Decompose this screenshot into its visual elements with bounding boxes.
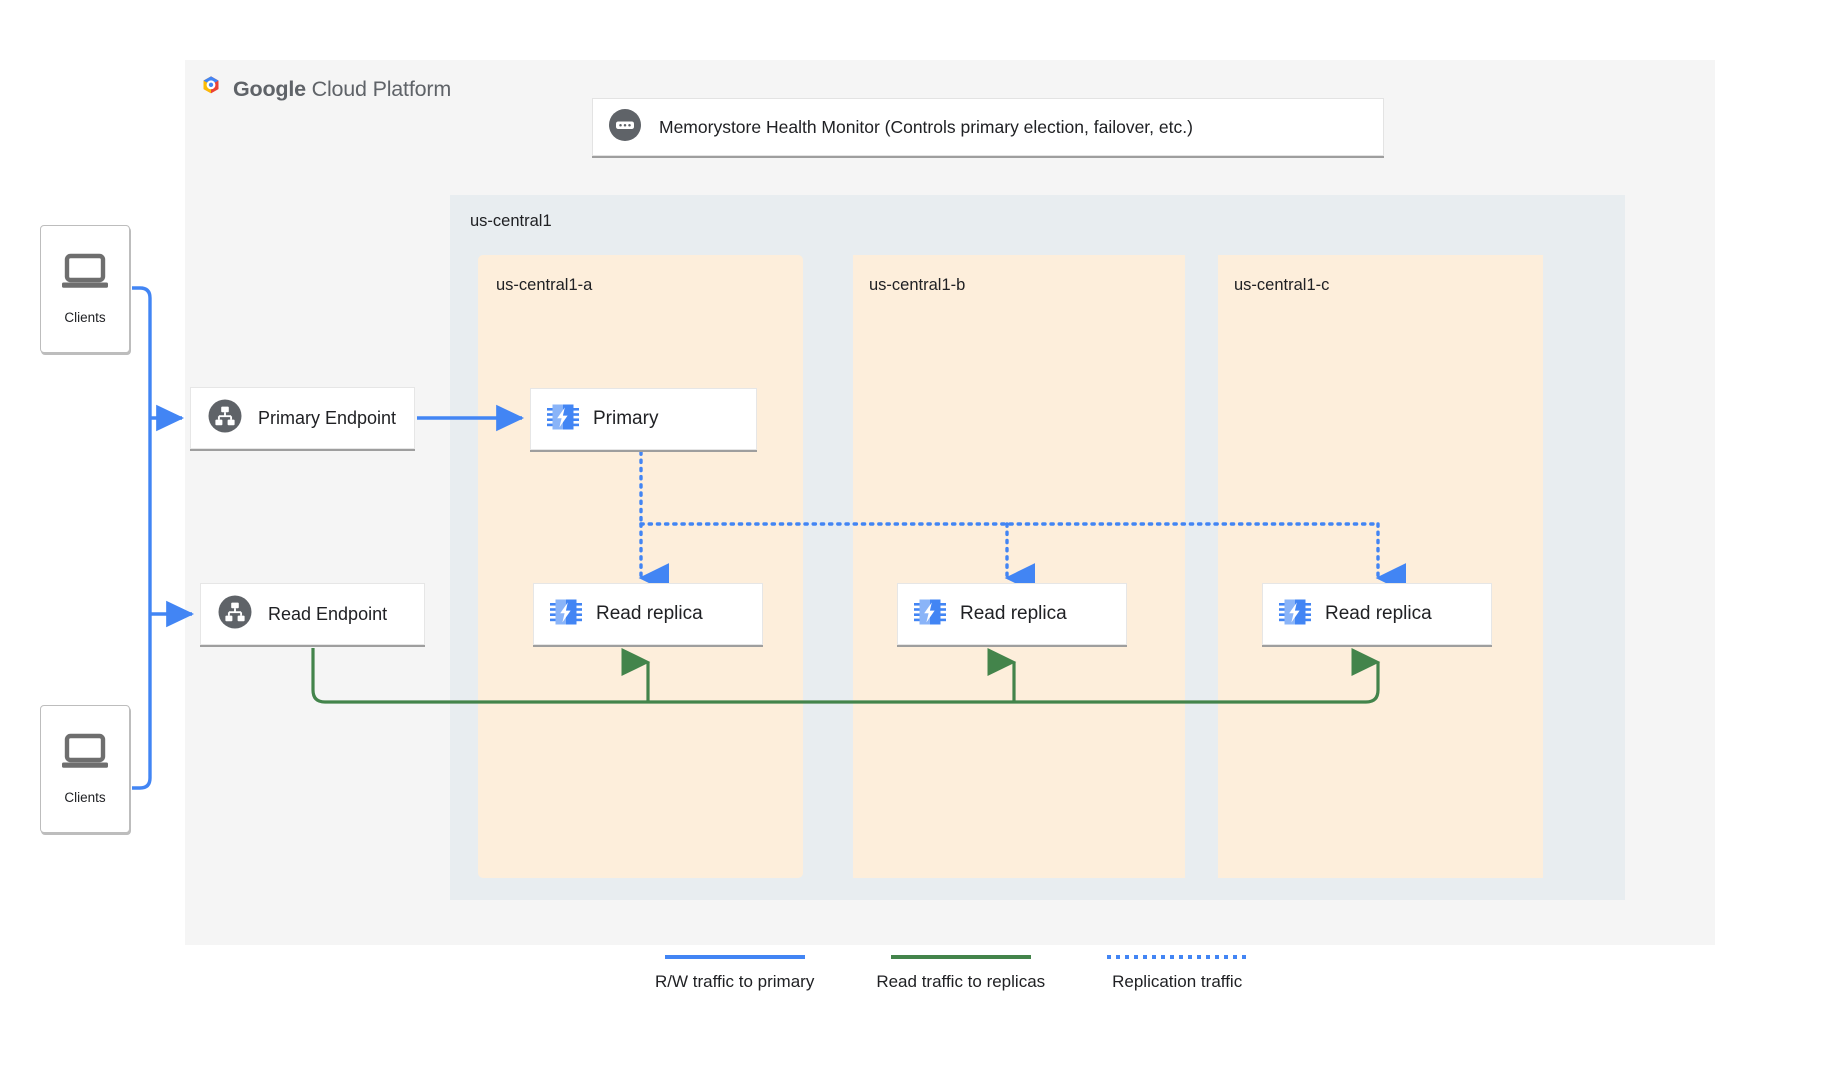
google-cloud-platform-logo-icon [198, 74, 224, 105]
health-monitor-label: Memorystore Health Monitor (Controls pri… [659, 116, 1193, 137]
legend-swatch-blue-solid [664, 955, 805, 959]
legend: R/W traffic to primary Read traffic to r… [655, 955, 1295, 992]
brand-google: Google [233, 77, 306, 101]
zone-container-us-central1-a [478, 255, 803, 878]
client-label: Clients [64, 790, 106, 805]
memory-chip-icon [548, 594, 584, 635]
primary-endpoint-label: Primary Endpoint [258, 407, 397, 428]
read-replica-label: Read replica [1325, 603, 1432, 624]
memory-chip-icon [912, 594, 948, 635]
read-replica-label: Read replica [960, 603, 1067, 624]
laptop-icon [59, 733, 111, 776]
legend-label: R/W traffic to primary [655, 972, 815, 991]
legend-label: Read traffic to replicas [876, 972, 1046, 991]
primary-node-label: Primary [593, 408, 659, 429]
endpoint-hierarchy-icon [216, 593, 254, 636]
region-label: us-central1 [470, 212, 552, 230]
legend-item-read-traffic: Read traffic to replicas [876, 955, 1045, 992]
endpoint-hierarchy-icon [206, 397, 244, 440]
health-monitor-bar[interactable]: Memorystore Health Monitor (Controls pri… [592, 98, 1384, 156]
zone-label-c: us-central1-c [1234, 276, 1330, 294]
read-replica-card-b[interactable]: Read replica [897, 583, 1127, 645]
read-endpoint-card[interactable]: Read Endpoint [200, 583, 425, 645]
read-replica-card-c[interactable]: Read replica [1262, 583, 1492, 645]
legend-item-replication-traffic: Replication traffic [1107, 955, 1248, 992]
google-cloud-platform-branding: Google Cloud Platform [198, 74, 451, 105]
read-endpoint-label: Read Endpoint [268, 603, 388, 624]
memory-chip-icon [545, 399, 581, 440]
client-box-bottom[interactable]: Clients [40, 705, 130, 833]
google-cloud-platform-logo-text: Google Cloud Platform [233, 77, 451, 102]
zone-container-us-central1-c [1218, 255, 1543, 878]
brand-cloud-platform: Cloud Platform [305, 77, 452, 101]
primary-node-card[interactable]: Primary [530, 388, 757, 450]
read-replica-label: Read replica [596, 603, 703, 624]
zone-label-b: us-central1-b [869, 276, 966, 294]
zone-container-us-central1-b [853, 255, 1185, 878]
legend-swatch-green-solid [890, 955, 1031, 959]
memory-chip-icon [1277, 594, 1313, 635]
legend-label: Replication traffic [1112, 972, 1243, 991]
health-monitor-icon [607, 107, 643, 148]
primary-endpoint-card[interactable]: Primary Endpoint [190, 387, 415, 449]
client-box-top[interactable]: Clients [40, 225, 130, 353]
laptop-icon [59, 253, 111, 296]
read-replica-card-a[interactable]: Read replica [533, 583, 763, 645]
legend-item-rw-traffic: R/W traffic to primary [655, 955, 814, 992]
legend-swatch-blue-dotted [1107, 955, 1248, 959]
zone-label-a: us-central1-a [496, 276, 593, 294]
client-label: Clients [64, 310, 106, 325]
